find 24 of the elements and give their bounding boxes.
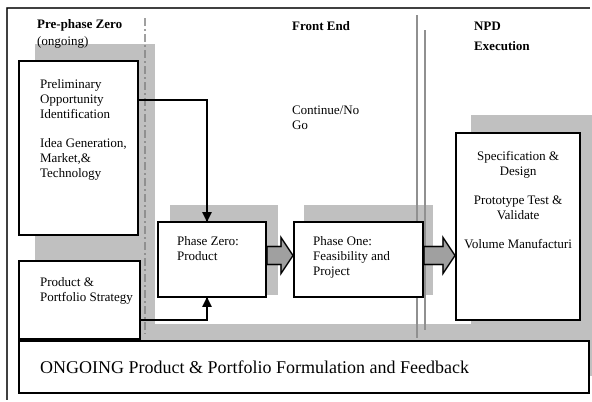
process-box	[18, 260, 141, 340]
arrow	[141, 297, 212, 321]
process-box	[455, 132, 581, 321]
box-text: Preliminary Opportunity Identification	[40, 76, 112, 121]
phase-heading: Front End	[292, 17, 350, 35]
process-box	[293, 221, 424, 298]
process-box	[18, 60, 139, 236]
process-box	[157, 221, 267, 298]
process-box	[18, 340, 590, 394]
phase-note: (ongoing)	[37, 32, 88, 50]
box-text: Phase One: Feasibility and Project	[313, 233, 391, 278]
box-text: Specification & Design	[476, 148, 560, 178]
decision-note: Continue/No Go	[292, 102, 360, 132]
phase-heading: Pre-phase Zero	[37, 15, 122, 33]
box-text: ONGOING Product & Portfolio Formulation and Feedback	[40, 356, 470, 378]
box-text: Idea Generation, Market,& Technology	[40, 135, 128, 180]
box-text: Product & Portfolio Strategy	[40, 274, 134, 304]
box-text: Phase Zero: Product	[177, 233, 240, 263]
block-arrow	[423, 235, 456, 276]
phase-heading: NPD Execution	[474, 17, 531, 55]
arrow	[139, 99, 212, 222]
box-text: Volume Manufacturi	[464, 236, 572, 251]
box-text: Prototype Test & Validate	[472, 192, 564, 222]
block-arrow	[266, 235, 294, 276]
